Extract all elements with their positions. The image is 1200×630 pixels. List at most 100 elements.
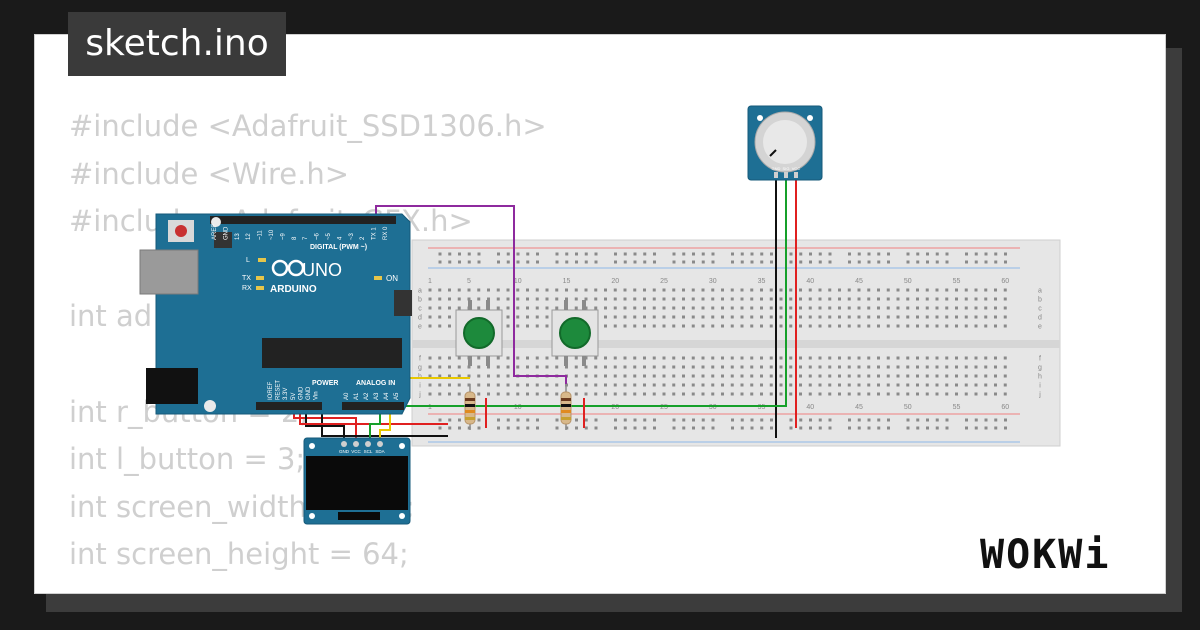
- breadboard-hole[interactable]: [760, 383, 763, 387]
- breadboard-hole[interactable]: [877, 288, 880, 292]
- breadboard-hole[interactable]: [613, 288, 617, 292]
- breadboard-hole[interactable]: [682, 297, 685, 301]
- breadboard-hole[interactable]: [994, 297, 997, 301]
- breadboard-hole[interactable]: [760, 288, 763, 292]
- breadboard-hole[interactable]: [506, 315, 510, 319]
- breadboard-hole[interactable]: [1003, 315, 1007, 319]
- breadboard-hole[interactable]: [565, 288, 568, 292]
- breadboard-rail-hole[interactable]: [711, 260, 715, 264]
- breadboard-hole[interactable]: [438, 288, 442, 292]
- breadboard-hole[interactable]: [916, 288, 919, 292]
- breadboard-hole[interactable]: [701, 374, 705, 378]
- breadboard-rail-hole[interactable]: [760, 418, 764, 422]
- breadboard-hole[interactable]: [487, 374, 490, 378]
- breadboard-hole[interactable]: [438, 374, 442, 378]
- breadboard-hole[interactable]: [721, 315, 724, 319]
- breadboard-rail-hole[interactable]: [760, 260, 764, 264]
- breadboard-hole[interactable]: [760, 324, 763, 328]
- breadboard-hole[interactable]: [886, 297, 890, 301]
- breadboard-hole[interactable]: [984, 392, 988, 396]
- breadboard-hole[interactable]: [886, 374, 890, 378]
- breadboard-hole[interactable]: [701, 392, 705, 396]
- breadboard-rail-hole[interactable]: [506, 252, 510, 256]
- breadboard-hole[interactable]: [730, 383, 734, 387]
- breadboard-hole[interactable]: [448, 324, 451, 328]
- breadboard-rail-hole[interactable]: [799, 252, 803, 256]
- breadboard-rail-hole[interactable]: [750, 252, 754, 256]
- breadboard-rail-hole[interactable]: [770, 426, 773, 430]
- breadboard-rail-hole[interactable]: [711, 426, 715, 430]
- breadboard-hole[interactable]: [623, 356, 627, 360]
- breadboard-hole[interactable]: [740, 306, 744, 310]
- breadboard-rail-hole[interactable]: [740, 418, 744, 422]
- breadboard-hole[interactable]: [984, 288, 988, 292]
- breadboard-hole[interactable]: [867, 324, 871, 328]
- breadboard-hole[interactable]: [428, 315, 432, 319]
- breadboard-hole[interactable]: [604, 365, 607, 369]
- breadboard-hole[interactable]: [730, 297, 734, 301]
- breadboard-rail-hole[interactable]: [984, 260, 988, 264]
- breadboard-hole[interactable]: [535, 306, 539, 310]
- breadboard-hole[interactable]: [1003, 356, 1007, 360]
- breadboard-hole[interactable]: [448, 288, 451, 292]
- breadboard-hole[interactable]: [935, 306, 939, 310]
- breadboard-rail-hole[interactable]: [614, 418, 617, 422]
- breadboard-hole[interactable]: [838, 297, 841, 301]
- breadboard-rail-hole[interactable]: [643, 252, 647, 256]
- breadboard-hole[interactable]: [545, 392, 549, 396]
- breadboard-hole[interactable]: [799, 365, 802, 369]
- breadboard-hole[interactable]: [438, 365, 442, 369]
- breadboard-hole[interactable]: [945, 324, 949, 328]
- breadboard-hole[interactable]: [506, 324, 510, 328]
- breadboard-hole[interactable]: [711, 315, 715, 319]
- breadboard-hole[interactable]: [1003, 392, 1007, 396]
- breadboard-rail-hole[interactable]: [974, 426, 978, 430]
- breadboard-hole[interactable]: [428, 383, 432, 387]
- breadboard-hole[interactable]: [896, 324, 900, 328]
- breadboard-hole[interactable]: [477, 374, 481, 378]
- breadboard-hole[interactable]: [799, 315, 802, 319]
- breadboard-rail-hole[interactable]: [438, 252, 442, 256]
- breadboard-hole[interactable]: [477, 392, 481, 396]
- breadboard-hole[interactable]: [604, 374, 607, 378]
- breadboard-hole[interactable]: [945, 374, 949, 378]
- breadboard-hole[interactable]: [974, 288, 978, 292]
- breadboard-hole[interactable]: [994, 306, 997, 310]
- breadboard-hole[interactable]: [448, 315, 451, 319]
- breadboard-hole[interactable]: [808, 297, 812, 301]
- breadboard-hole[interactable]: [847, 288, 851, 292]
- breadboard-hole[interactable]: [438, 315, 442, 319]
- breadboard-hole[interactable]: [906, 288, 910, 292]
- breadboard-rail-hole[interactable]: [770, 252, 773, 256]
- breadboard-rail-hole[interactable]: [506, 426, 510, 430]
- breadboard-hole[interactable]: [721, 365, 724, 369]
- breadboard-rail-hole[interactable]: [974, 252, 978, 256]
- breadboard-rail-hole[interactable]: [887, 260, 890, 264]
- breadboard-hole[interactable]: [574, 374, 578, 378]
- breadboard-hole[interactable]: [652, 306, 656, 310]
- breadboard-rail-hole[interactable]: [828, 252, 832, 256]
- breadboard-rail-hole[interactable]: [633, 418, 637, 422]
- breadboard-hole[interactable]: [526, 315, 529, 319]
- breadboard-rail-hole[interactable]: [799, 418, 803, 422]
- breadboard-hole[interactable]: [457, 392, 461, 396]
- breadboard-hole[interactable]: [506, 288, 510, 292]
- breadboard-hole[interactable]: [682, 356, 685, 360]
- breadboard-hole[interactable]: [428, 374, 432, 378]
- breadboard-hole[interactable]: [672, 306, 676, 310]
- breadboard-rail-hole[interactable]: [799, 260, 803, 264]
- breadboard-hole[interactable]: [594, 374, 598, 378]
- breadboard-hole[interactable]: [955, 365, 958, 369]
- breadboard-hole[interactable]: [779, 315, 783, 319]
- breadboard-rail-hole[interactable]: [672, 252, 676, 256]
- breadboard-hole[interactable]: [955, 383, 958, 387]
- breadboard-hole[interactable]: [906, 356, 910, 360]
- breadboard-hole[interactable]: [428, 324, 432, 328]
- breadboard-hole[interactable]: [613, 297, 617, 301]
- breadboard-hole[interactable]: [925, 356, 929, 360]
- breadboard-hole[interactable]: [789, 383, 793, 387]
- breadboard-hole[interactable]: [633, 297, 637, 301]
- breadboard-hole[interactable]: [789, 365, 793, 369]
- breadboard-rail-hole[interactable]: [867, 426, 871, 430]
- breadboard-rail-hole[interactable]: [974, 260, 978, 264]
